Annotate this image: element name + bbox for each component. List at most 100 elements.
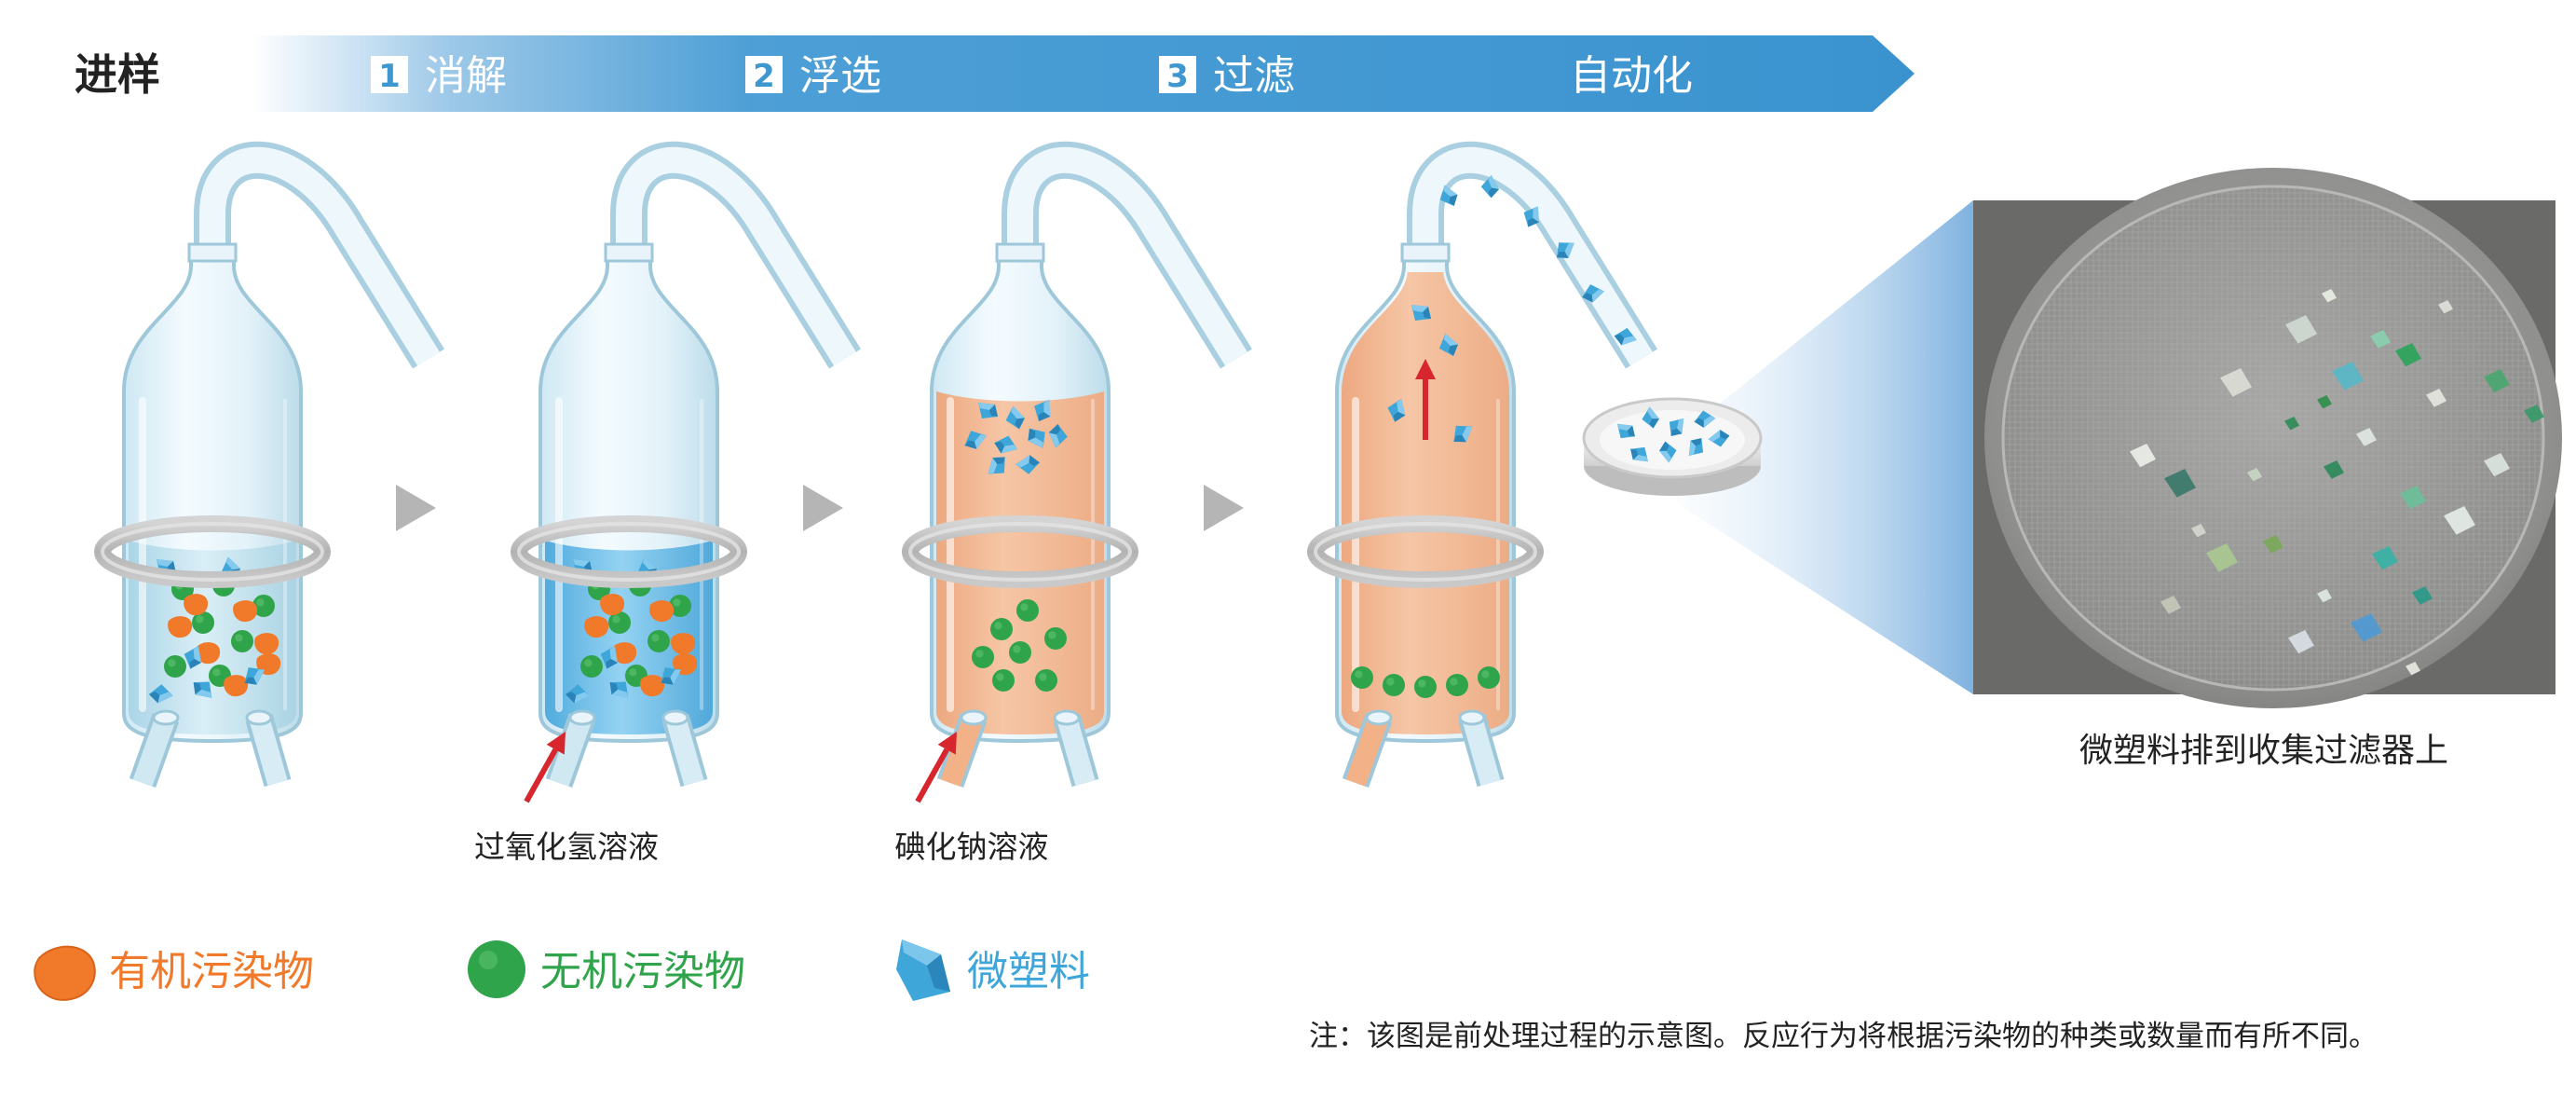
filter-particle [2395,343,2421,367]
microplastic [1439,185,1458,206]
microplastic [1630,446,1648,462]
legend-label-inorganic: 无机污染物 [540,948,745,995]
process-header: 进样 1 消解 2 浮选 3 过滤 自动化 [75,35,1915,112]
filter-particle [2426,389,2447,407]
filter-particle [2284,417,2299,431]
step-1-label: 消解 [425,52,507,100]
bottle-collar [995,242,1045,263]
filter-particle [2412,586,2433,605]
microplastic [1617,423,1635,439]
inorganic-pollutant [647,630,670,652]
microplastic [1028,428,1045,448]
inorganic-pollutant [1383,674,1405,696]
bottle-contents [565,556,698,704]
microplastic [1005,405,1025,430]
step-2: 2 浮选 [745,52,881,100]
organic-pollutant [184,594,209,616]
bottle-liquid [129,541,296,734]
microplastic [1048,423,1068,448]
microplastic [1480,174,1500,199]
filter-particle [2317,395,2332,409]
microplastic [988,457,1005,474]
dish-microplastics [1617,406,1730,463]
stage-arrow-2 [803,485,843,531]
step-2-number-box [745,56,783,93]
reagent-label-hydrogen-peroxide: 过氧化氢溶液 [474,829,659,865]
filter-caption: 微塑料排到收集过滤器上 [2079,732,2448,770]
organic-pollutant [168,616,193,638]
legend-item-microplastic: 微塑料 [896,939,1090,1001]
microplastic [1523,206,1539,227]
microplastic [1387,398,1406,422]
microplastic [1708,430,1730,447]
filter-particle [2191,524,2206,538]
inorganic-pollutant [1016,599,1039,622]
stage-arrows [396,485,1244,531]
microplastic [978,403,998,418]
inorganic-pollutant [580,655,603,678]
filter-particle [2370,330,2391,349]
reagent-label-sodium-iodide: 碘化钠溶液 [895,829,1049,865]
microplastic [1438,333,1458,357]
collection-dish [1582,200,1973,694]
legend-item-organic: 有机污染物 [34,945,314,1001]
reagent-arrow-head [937,732,957,755]
filter-particle [2524,405,2544,423]
filter-photo [1973,168,2562,708]
inorganic-pollutant [1035,669,1057,692]
step-1-number-box [371,56,408,93]
organic-pollutant [224,675,249,697]
bottle-contents [148,556,281,704]
legend-label-microplastic: 微塑料 [967,948,1090,995]
filter-particle [2438,300,2453,314]
step-1-number: 1 [378,58,401,95]
inorganic-pollutant [1446,674,1468,696]
microplastic [244,667,266,685]
filter-particle [2206,543,2238,572]
organic-pollutant [612,642,637,665]
bottle-contents [1351,174,1637,698]
bottle-collar [604,242,654,263]
filter-particle [2220,368,2252,397]
filter-particle [2484,369,2510,393]
organic-pollutant [233,600,258,623]
reagent-arrow-head [546,732,566,755]
step-3-number-box [1159,56,1196,93]
microplastic [1694,410,1716,428]
filter-particle [2317,589,2332,603]
legend-item-inorganic: 无机污染物 [468,940,745,998]
inorganic-pollutant [1044,627,1067,650]
filter-particles [2130,289,2544,676]
filter-particle [2164,469,2196,498]
microplastic [565,684,590,704]
bottle-liquid [936,391,1104,734]
automation-label: 自动化 [1570,52,1693,100]
bottle-intake [94,141,444,788]
reagent-arrow-shaft [915,747,949,803]
microplastic [609,681,629,698]
legend-label-organic: 有机污染物 [109,948,314,995]
bottle-liquid [545,541,713,734]
organic-pollutant [254,633,279,655]
footnote: 注：该图是前处理过程的示意图。反应行为将根据污染物的种类或数量而有所不同。 [1309,1020,2378,1053]
microplastic [1453,425,1473,443]
microplastic [1556,242,1574,258]
intake-label: 进样 [75,49,160,100]
microplastic-icon [896,939,950,1001]
filter-particle [2356,428,2377,446]
organic-pollutant [640,675,665,697]
microplastic [1669,418,1684,436]
filter-mesh [2001,185,2545,692]
microplastic [600,646,618,669]
bottles-group [94,141,1657,803]
inorganic-pollutant [1478,666,1500,689]
inorganic-pollutant [1351,666,1373,689]
step-3-number: 3 [1166,58,1189,95]
organic-pollutant [649,600,675,623]
zoom-beam [1677,200,1973,694]
microplastic [994,435,1018,454]
inorganic-pollutant [990,618,1013,640]
legend: 有机污染物 无机污染物 微塑料 [34,939,1090,1001]
filter-particle [2247,468,2262,482]
microplastic [1688,438,1704,457]
